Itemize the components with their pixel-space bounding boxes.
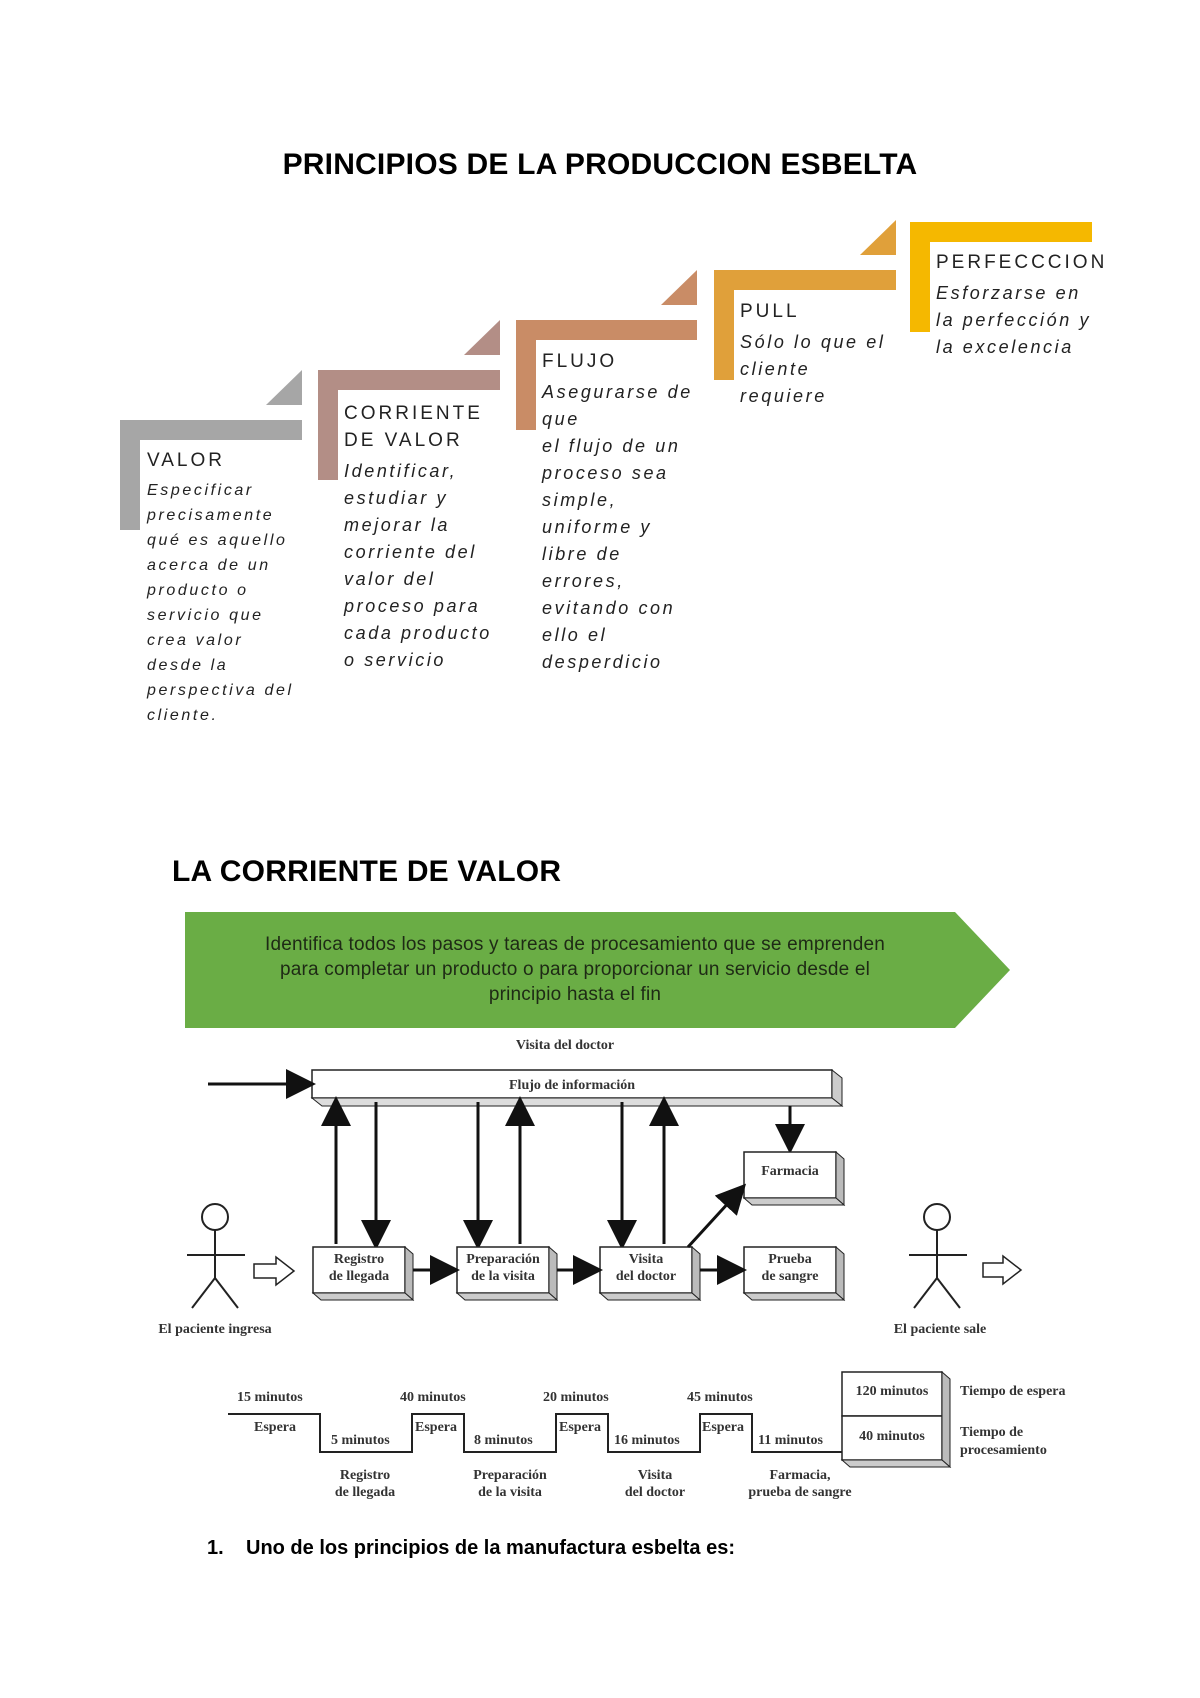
wait-label: Espera <box>415 1420 457 1435</box>
question-text: Uno de los principios de la manufactura … <box>246 1537 736 1559</box>
principle-corriente: CORRIENTE DE VALOR Identificar,estudiar … <box>344 400 509 674</box>
wait-time: 15 minutos <box>237 1390 303 1405</box>
process-time: 5 minutos <box>331 1433 390 1448</box>
top-label: Visita del doctor <box>515 1038 615 1053</box>
principle-title: PERFECCCION <box>936 252 1108 273</box>
value-stream-diagram <box>187 1068 1023 1309</box>
principle-title: PULL <box>740 301 800 322</box>
process-time: 11 minutos <box>758 1433 823 1448</box>
box-visita <box>598 1245 702 1302</box>
page-title: PRINCIPIOS DE LA PRODUCCION ESBELTA <box>282 148 918 181</box>
total-wait: 120 minutos <box>855 1384 929 1399</box>
patient-out-arrow <box>982 1254 1023 1286</box>
totals-box <box>840 1370 952 1469</box>
question-number: 1. <box>207 1537 224 1559</box>
step-shape-flujo <box>516 270 697 430</box>
principles-staircase <box>120 220 1092 530</box>
banner-arrow <box>185 912 1010 1028</box>
box-preparacion <box>455 1245 559 1302</box>
info-flow-label: Flujo de información <box>509 1078 635 1093</box>
farmacia-label: Farmacia <box>761 1164 819 1179</box>
wait-label: Espera <box>559 1420 601 1435</box>
step-shape-valor <box>120 370 302 530</box>
wait-time: 45 minutos <box>687 1390 753 1405</box>
step-shape-perfeccion <box>910 222 1092 332</box>
principle-title: VALOR <box>147 450 226 471</box>
principle-title: FLUJO <box>542 351 618 372</box>
total-process: 40 minutos <box>859 1429 925 1444</box>
box-registro <box>311 1245 415 1302</box>
patient-in-label: El paciente ingresa <box>158 1322 272 1337</box>
process-time: 8 minutos <box>474 1433 533 1448</box>
box-farmacia <box>742 1150 846 1207</box>
timeline <box>228 1370 952 1469</box>
patient-in-arrow <box>253 1255 296 1287</box>
process-time: 16 minutos <box>614 1433 680 1448</box>
patient-out-label: El paciente sale <box>893 1322 987 1337</box>
wait-time: 40 minutos <box>400 1390 466 1405</box>
wait-label: Espera <box>254 1420 296 1435</box>
step-farmacia: Farmacia,prueba de sangre <box>748 1468 852 1500</box>
principle-title: CORRIENTE DE VALOR <box>344 403 483 451</box>
step-shape-corriente <box>318 320 500 480</box>
wait-label: Espera <box>702 1420 744 1435</box>
legend-wait: Tiempo de espera <box>960 1384 1066 1399</box>
wait-time: 20 minutos <box>543 1390 609 1405</box>
section-title: LA CORRIENTE DE VALOR <box>172 855 562 888</box>
patient-out-figure <box>909 1203 967 1309</box>
patient-in-figure <box>187 1203 245 1309</box>
step-shape-pull <box>714 220 896 380</box>
banner-text: Identifica todos los pasos y tareas de p… <box>264 934 886 1005</box>
